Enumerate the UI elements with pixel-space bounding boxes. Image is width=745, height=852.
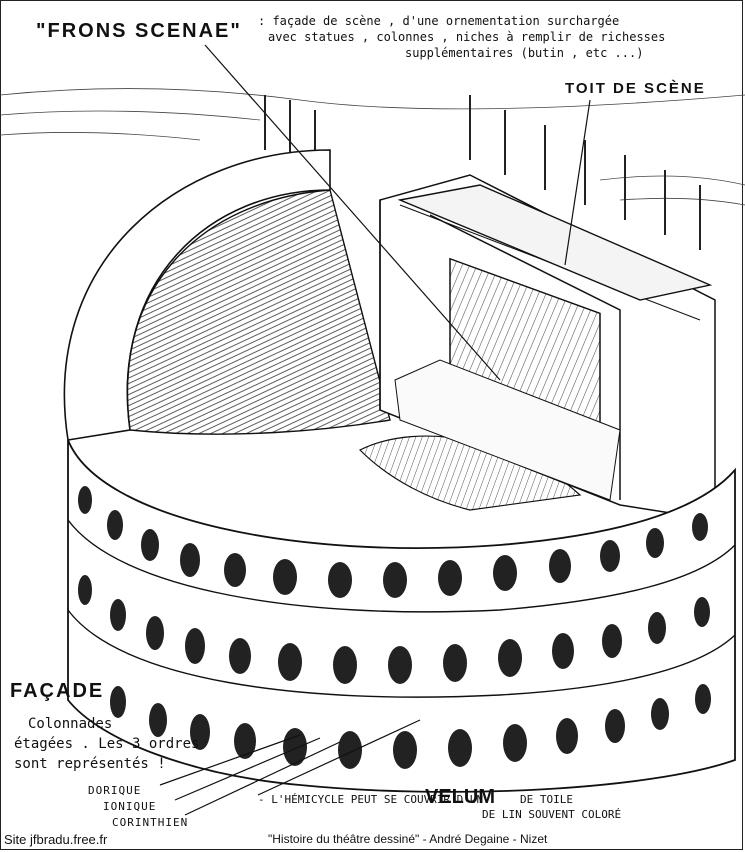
arches-row-2 bbox=[78, 575, 710, 684]
stage-roof bbox=[397, 184, 713, 301]
facade-line-1: Colonnades bbox=[28, 716, 113, 732]
frons-description-line-2: avec statues , colonnes , niches à rempl… bbox=[268, 30, 666, 44]
frons-description-line-3: supplémentaires (butin , etc ...) bbox=[405, 46, 644, 60]
site-credit: Site jfbradu.free.fr bbox=[4, 832, 108, 847]
velum-text-second-line: DE LIN SOUVENT COLORÉ bbox=[482, 808, 622, 821]
frons-description-line-1: : façade de scène , d'une ornementation … bbox=[258, 14, 620, 28]
velum-text-start: - L'HÉMICYCLE PEUT SE COUVRIR D'UN bbox=[258, 793, 484, 806]
velum-text-end: DE TOILE bbox=[520, 793, 573, 806]
orchestra bbox=[358, 435, 582, 511]
outer-facade bbox=[67, 439, 736, 793]
arches-row-3 bbox=[110, 684, 711, 769]
storey-bands bbox=[67, 519, 736, 698]
velum-poles bbox=[264, 95, 701, 250]
facade-line-2: étagées . Les 3 ordres bbox=[14, 736, 200, 752]
book-credit: "Histoire du théâtre dessiné" - André De… bbox=[268, 832, 548, 846]
velum-word: VELUM bbox=[425, 786, 495, 808]
order-ionique-label: IONIQUE bbox=[103, 800, 157, 813]
toit-de-scene-label: TOIT DE SCÈNE bbox=[565, 80, 706, 97]
frons-scenae-title: "FRONS SCENAE" bbox=[36, 20, 242, 42]
background-landscape bbox=[0, 88, 745, 206]
leader-lines bbox=[159, 44, 591, 816]
order-dorique-label: DORIQUE bbox=[88, 784, 142, 797]
facade-title: FAÇADE bbox=[10, 680, 105, 702]
facade-line-3: sont représentés ! bbox=[14, 756, 166, 772]
order-corinthien-label: CORINTHIEN bbox=[112, 816, 189, 829]
stage-floor bbox=[394, 359, 621, 501]
cavea-seating bbox=[126, 189, 391, 435]
arches-row-1 bbox=[78, 486, 708, 598]
